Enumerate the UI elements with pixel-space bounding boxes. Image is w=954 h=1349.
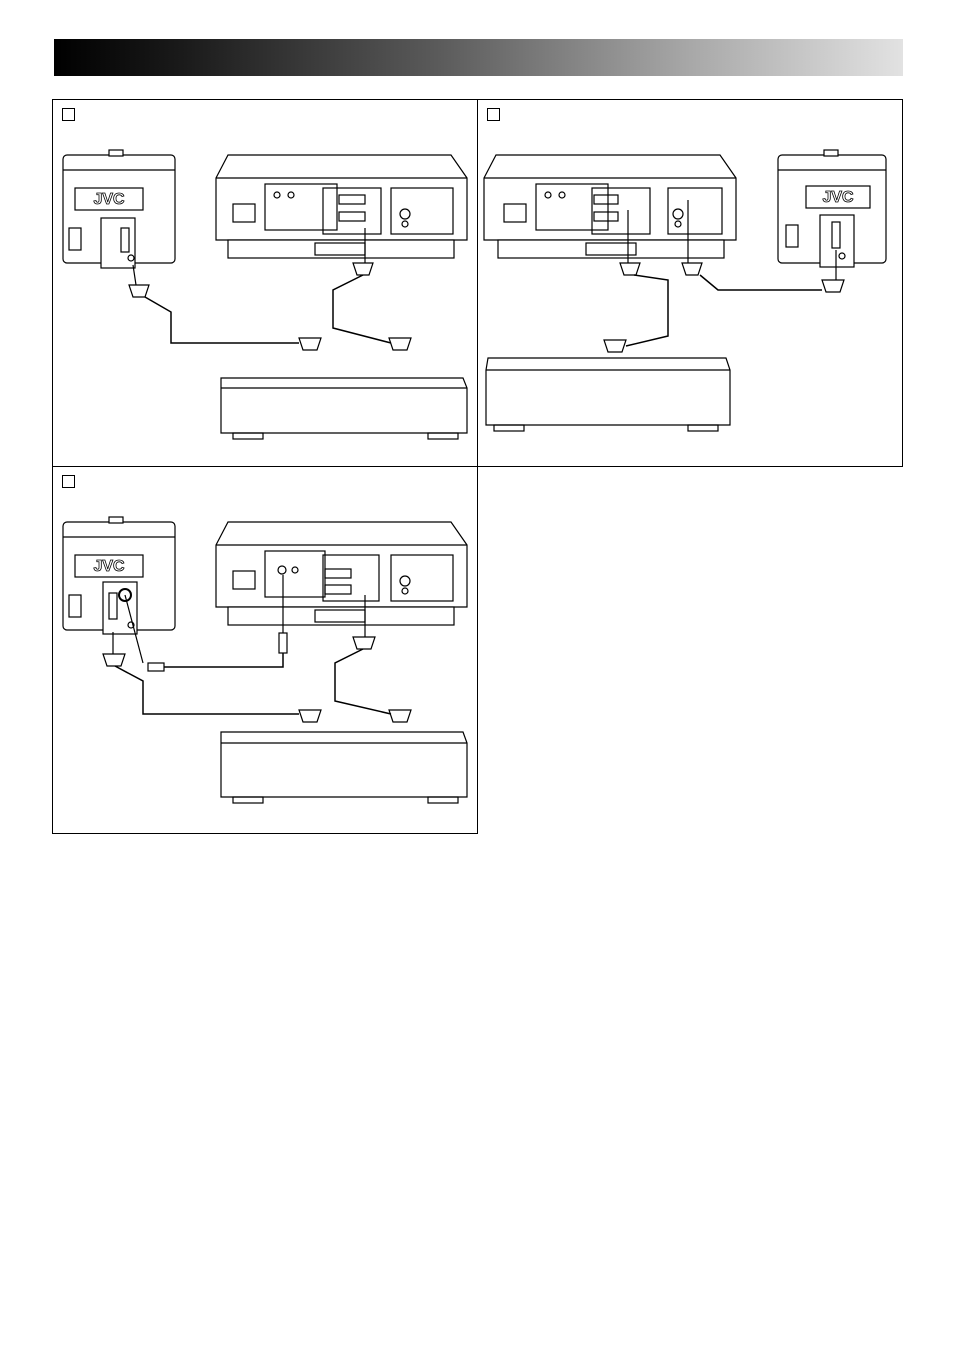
connection-panel-b: JVC <box>477 99 903 467</box>
header-bar <box>54 39 903 76</box>
decoder-box <box>221 378 467 439</box>
tv-logo: JVC <box>93 558 125 575</box>
connection-diagram-b: JVC <box>478 100 904 468</box>
decoder-box <box>221 732 467 803</box>
tv-back <box>778 150 886 267</box>
vcr-back <box>216 522 467 625</box>
connection-panel-c: JVC <box>52 466 478 834</box>
connection-diagram-c: JVC <box>53 467 479 835</box>
tv-logo: JVC <box>822 189 854 206</box>
connection-panel-a: JVC <box>52 99 478 467</box>
decoder-box <box>486 358 730 431</box>
vcr-back <box>216 155 467 258</box>
vcr-back <box>484 155 736 258</box>
tv-back <box>63 517 175 634</box>
tv-back <box>63 150 175 268</box>
connection-diagram-a: JVC <box>53 100 479 468</box>
tv-logo: JVC <box>93 191 125 208</box>
